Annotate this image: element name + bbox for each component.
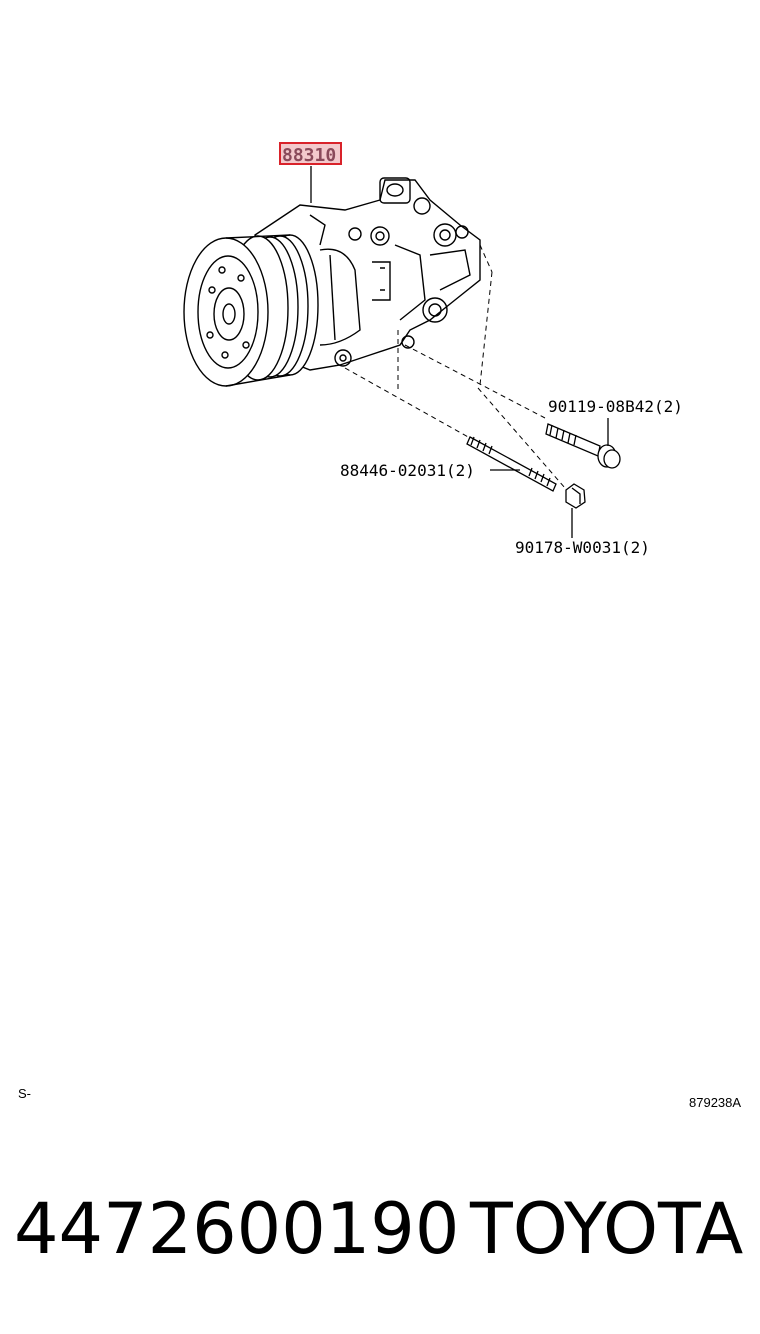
main-part-label[interactable]: 88310	[282, 145, 336, 166]
alignment-dashes	[344, 244, 566, 489]
figure-reference-number: 879238A	[689, 1095, 742, 1110]
compressor-illustration	[183, 177, 481, 387]
bolt-illustration	[545, 423, 621, 469]
part-number: 4472600190	[14, 1188, 460, 1270]
nut-illustration	[565, 483, 586, 509]
main-part-highlight[interactable]	[279, 142, 342, 165]
footer-caption: 4472600190 TOYOTA	[14, 1188, 754, 1288]
corner-left-code: S-	[18, 1086, 31, 1101]
stud-illustration	[466, 436, 557, 492]
callout-bolt[interactable]: 90119-08B42(2)	[548, 397, 683, 416]
callout-stud[interactable]: 88446-02031(2)	[340, 461, 475, 480]
callout-nut[interactable]: 90178-W0031(2)	[515, 538, 650, 557]
brand-name: TOYOTA	[470, 1188, 744, 1270]
parts-diagram: 88310	[183, 142, 683, 557]
